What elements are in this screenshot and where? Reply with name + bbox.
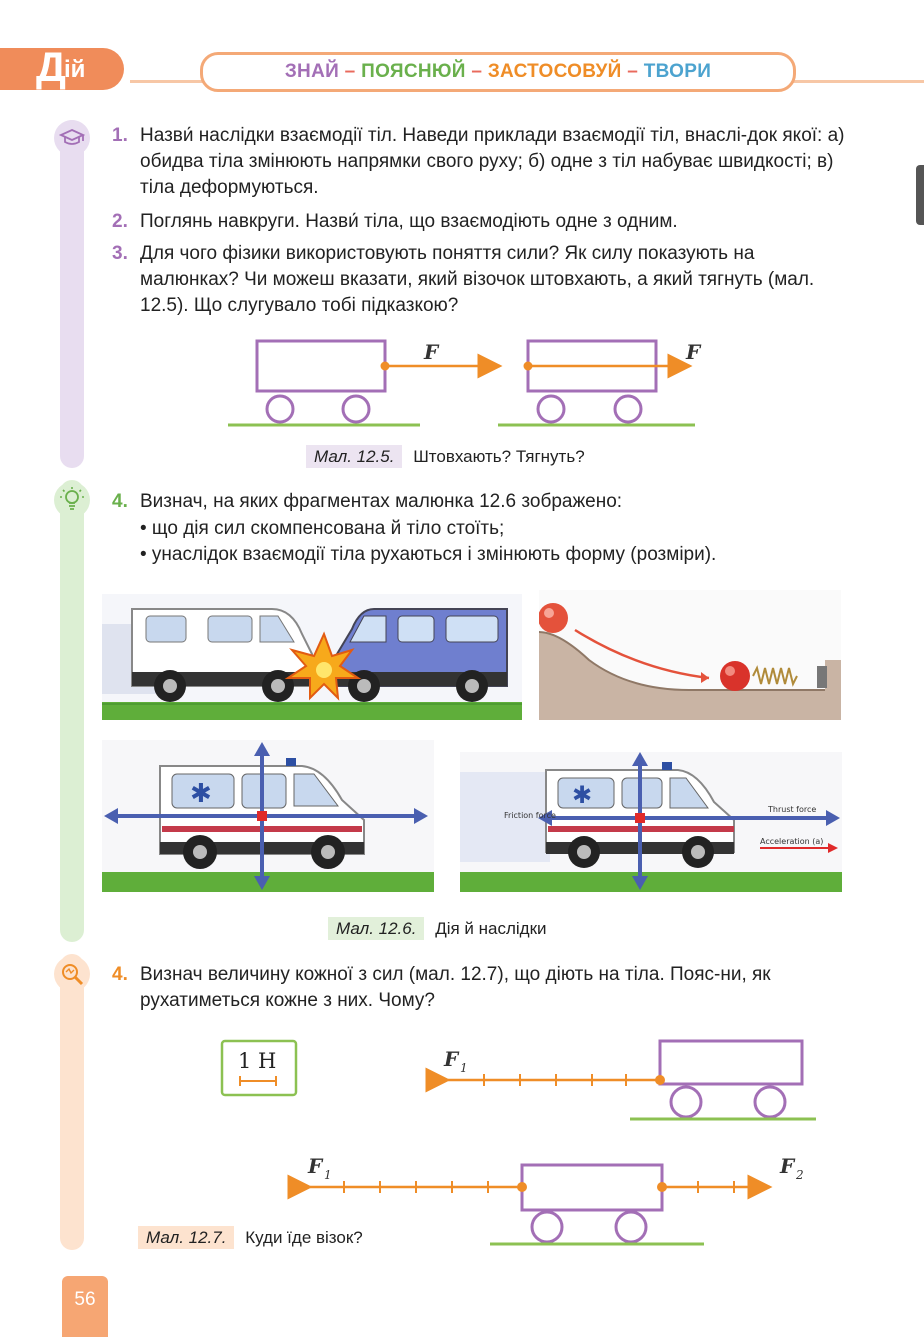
page-number: 56 (62, 1276, 108, 1337)
friction-label: Friction force (504, 811, 556, 820)
photo-ball-spring (539, 590, 841, 720)
lightbulb-icon (54, 482, 90, 518)
photo-collision (102, 594, 522, 720)
cart-pulled (498, 339, 695, 427)
question-4b: 4. Визнач величину кожної з сил (мал. 12… (112, 962, 852, 1014)
bullet-item: • унаслідок взаємодії тіла рухаються і з… (140, 544, 717, 565)
figure-caption-text: Дія й наслідки (435, 919, 547, 938)
question-number: 2. (112, 211, 128, 232)
question-number: 4. (112, 491, 128, 512)
cart-bottom: F 1 F 2 (287, 1154, 804, 1246)
figure-12-7-caption: Мал. 12.7. Куди їде візок? (138, 1226, 363, 1250)
motto-tvory: ТВОРИ (643, 61, 712, 82)
figure-caption-text: Куди їде візок? (245, 1228, 363, 1247)
force-f1-bottom: F (307, 1154, 324, 1178)
question-3: 3. Для чого фізики використовують понятт… (112, 241, 852, 319)
question-1: 1. Назви́ наслідки взаємодії тіл. Наведи… (112, 123, 852, 201)
graduation-cap-icon (54, 120, 90, 156)
motto-dash: – (344, 61, 356, 82)
motto-zastosovui: ЗАСТОСОВУЙ (487, 61, 622, 82)
figure-caption-text: Штовхають? Тягнуть? (413, 447, 585, 466)
section-bar-apply (60, 954, 84, 1250)
question-text: Визнач, на яких фрагментах малюнка 12.6 … (140, 491, 623, 512)
section-bar-explain (60, 480, 84, 942)
photo-ambulance-balanced: ✱ (102, 740, 434, 892)
motto-znai: ЗНАЙ (284, 61, 340, 82)
question-2: 2. Поглянь навкруги. Назви́ тіла, що вза… (112, 209, 852, 235)
header-motto: ЗНАЙ – ПОЯСНЮЙ – ЗАСТОСОВУЙ – ТВОРИ (200, 52, 796, 92)
cart-top: F 1 (425, 1039, 816, 1121)
cart-pushed (228, 339, 503, 427)
svg-text:✱: ✱ (190, 779, 212, 809)
figure-label: Мал. 12.6. (328, 917, 425, 940)
section-bar-know (60, 120, 84, 468)
motto-dash: – (471, 61, 483, 82)
question-text: Визнач величину кожної з сил (мал. 12.7)… (140, 964, 771, 1011)
thrust-label: Thrust force (767, 805, 816, 814)
question-number: 4. (112, 964, 128, 985)
figure-12-6-caption: Мал. 12.6. Дія й наслідки (328, 917, 547, 941)
question-number: 3. (112, 243, 128, 264)
question-text: Назви́ наслідки взаємодії тіл. Наведи пр… (140, 125, 845, 198)
force-label-left: F (423, 340, 440, 364)
force-f2-subscript: 2 (795, 1168, 804, 1182)
question-text: Поглянь навкруги. Назви́ тіла, що взаємо… (140, 211, 678, 232)
question-text: Для чого фізики використовують поняття с… (140, 243, 815, 316)
question-4a: 4. Визнач, на яких фрагментах малюнка 12… (112, 489, 852, 515)
acceleration-label: Acceleration (a) (760, 837, 823, 846)
figure-12-7: 1 Н F 1 F 1 (220, 1039, 816, 1246)
section-badge-letter: Д (36, 43, 66, 90)
motto-poiasniui: ПОЯСНЮЙ (361, 61, 466, 82)
svg-text:✱: ✱ (572, 781, 592, 809)
force-f1-bottom-subscript: 1 (324, 1168, 332, 1182)
force-f2: F (779, 1154, 796, 1178)
photo-ambulance-moving: ✱ Friction force Thrust force Accelerati… (460, 752, 842, 892)
scale-box: 1 Н (220, 1039, 298, 1097)
section-badge-rest: ій (64, 56, 86, 83)
figure-12-5-caption: Мал. 12.5. Штовхають? Тягнуть? (306, 445, 585, 469)
bullet-item: • що дія сил скомпенсована й тіло стоїть… (140, 518, 505, 539)
force-f1-top: F (443, 1047, 460, 1071)
magnifier-icon (54, 956, 90, 992)
motto-dash: – (627, 61, 639, 82)
force-label-right: F (685, 340, 702, 364)
force-f1-top-subscript: 1 (460, 1061, 468, 1075)
figure-12-5: F F (228, 339, 702, 427)
figure-label: Мал. 12.7. (138, 1226, 235, 1249)
page-edge-marker (916, 165, 924, 225)
question-number: 1. (112, 125, 128, 146)
section-badge: Д ій (0, 43, 124, 90)
figure-label: Мал. 12.5. (306, 445, 403, 468)
scale-label: 1 Н (238, 1049, 276, 1073)
